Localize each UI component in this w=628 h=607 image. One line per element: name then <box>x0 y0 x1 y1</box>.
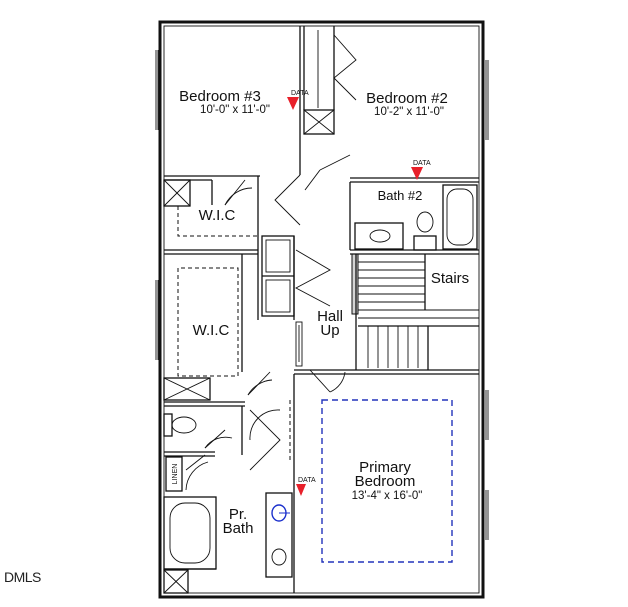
exterior-wall-inner <box>163 25 480 594</box>
linen-label: LINEN <box>172 464 179 485</box>
hall-label: Hall <box>317 308 343 325</box>
window-marks <box>155 50 489 540</box>
primary-bedroom-label: Primary <box>359 459 411 476</box>
wic-upper-name: W.I.C <box>199 207 236 224</box>
tray-ceiling <box>321 399 453 563</box>
watermark: DMLS <box>4 569 41 585</box>
svg-text:DATA: DATA <box>298 477 316 484</box>
stair-treads <box>358 261 479 368</box>
interior-walls <box>163 26 479 594</box>
bedroom3-dims: 10'-0" x 11'-0" <box>200 104 270 116</box>
bedroom3-name: Bedroom #3 <box>179 88 261 105</box>
data-marker-pr-bath: DATA <box>296 477 316 496</box>
primary-bedroom-label-2: Bedroom <box>355 473 416 490</box>
primary-bedroom-dims: 13'-4" x 16'-0" <box>352 490 423 502</box>
pr-bath-label-2: Bath <box>223 520 254 537</box>
data-marker-bedroom2: DATA <box>411 160 431 180</box>
data-marker-bedroom3: DATA <box>287 90 309 110</box>
pr-bath-label: Pr. <box>229 506 247 523</box>
bath2-name: Bath #2 <box>378 188 423 203</box>
svg-text:DATA: DATA <box>413 160 431 167</box>
exterior-wall <box>158 20 485 599</box>
svg-text:DATA: DATA <box>291 90 309 97</box>
bedroom2-name: Bedroom #2 <box>366 90 448 107</box>
hall-up-label: Up <box>320 322 339 339</box>
bedroom2-dims: 10'-2" x 11'-0" <box>374 106 444 118</box>
stairs-name: Stairs <box>431 270 469 287</box>
wic-lower-name: W.I.C <box>193 322 230 339</box>
